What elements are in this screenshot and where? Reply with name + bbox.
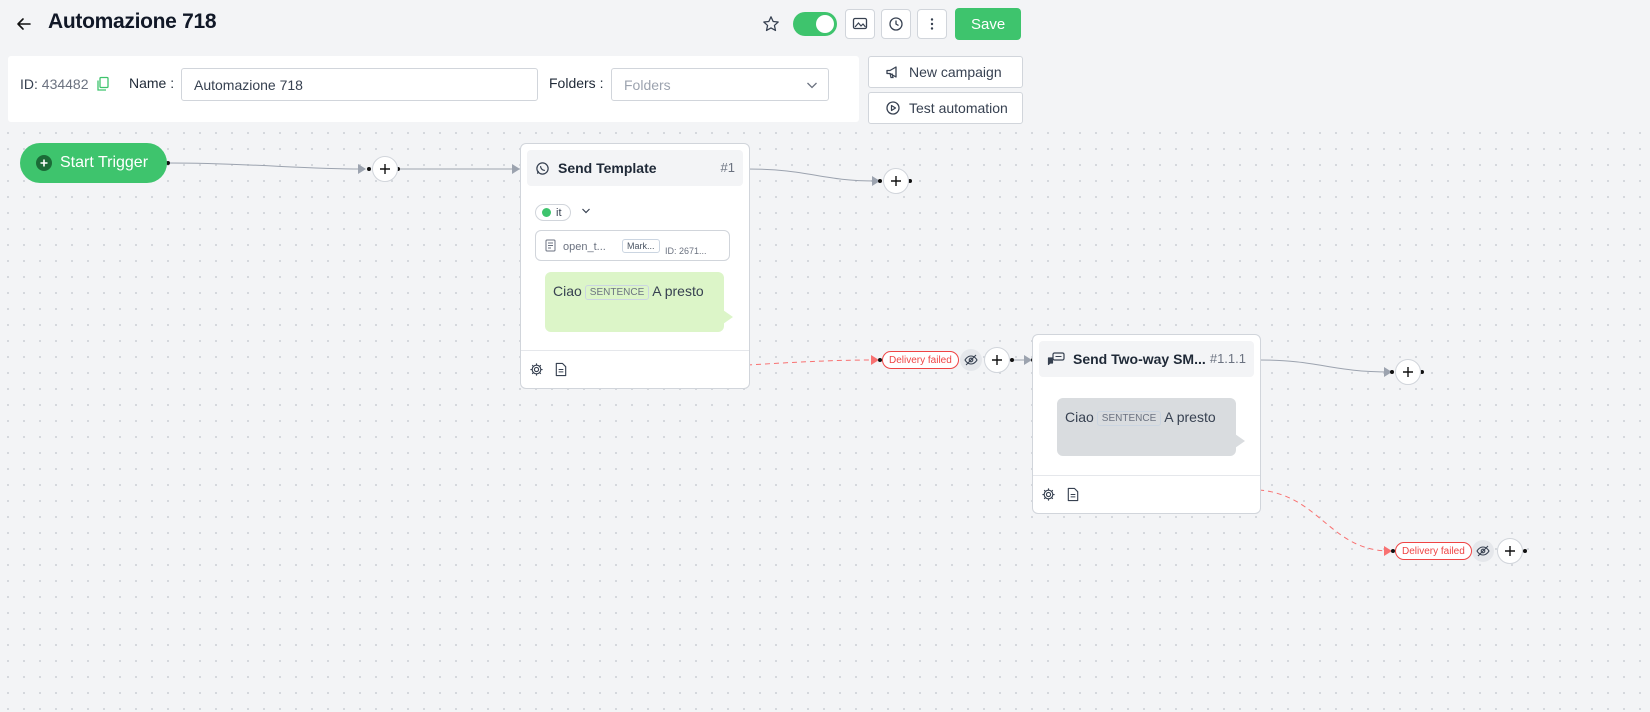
name-input[interactable] <box>181 68 538 101</box>
plus-icon <box>992 355 1002 365</box>
play-circle-icon <box>886 101 900 115</box>
node-footer <box>521 350 749 388</box>
plus-icon <box>1403 367 1413 377</box>
name-label: Name : <box>129 75 175 91</box>
more-button[interactable] <box>917 9 947 39</box>
chevron-down-icon <box>807 82 817 89</box>
variable-tag: SENTENCE <box>1096 411 1162 426</box>
node-header[interactable]: Send Template #1 <box>527 150 743 186</box>
toggle-visibility-button[interactable] <box>960 349 982 371</box>
star-icon <box>763 16 779 32</box>
plus-icon <box>891 176 901 186</box>
test-automation-label: Test automation <box>909 100 1008 116</box>
language-selector[interactable]: it <box>535 204 571 221</box>
plus-icon <box>1505 546 1515 556</box>
new-campaign-button[interactable]: New campaign <box>868 56 1023 88</box>
plus-circle-icon <box>36 155 52 171</box>
add-step-button[interactable] <box>1395 359 1421 385</box>
history-icon <box>889 17 903 31</box>
header-toolbar: Save <box>757 8 1022 40</box>
new-campaign-label: New campaign <box>909 64 1002 80</box>
delivery-failed-badge: Delivery failed <box>882 351 959 369</box>
more-vertical-icon <box>930 18 934 30</box>
eye-off-icon <box>1476 545 1490 557</box>
language-label: it <box>556 206 562 219</box>
send-template-node[interactable]: Send Template #1 it open_t... Mark... ID… <box>520 143 750 389</box>
gear-icon[interactable] <box>1041 487 1056 502</box>
template-selector[interactable]: open_t... Mark... ID: 2671... <box>535 230 730 261</box>
folders-select[interactable]: Folders <box>611 68 829 101</box>
whatsapp-icon <box>536 161 549 175</box>
test-automation-button[interactable]: Test automation <box>868 92 1023 124</box>
add-step-button[interactable] <box>372 156 398 182</box>
sms-icon <box>1047 351 1065 365</box>
file-icon[interactable] <box>1066 487 1080 502</box>
gear-icon[interactable] <box>529 362 544 377</box>
history-button[interactable] <box>881 9 911 39</box>
status-dot <box>542 208 551 217</box>
node-footer <box>1033 475 1260 513</box>
node-number: #1.1.1 <box>1209 351 1246 366</box>
preview-button[interactable] <box>845 9 875 39</box>
delivery-failed-badge: Delivery failed <box>1395 542 1472 560</box>
megaphone-icon <box>886 66 897 79</box>
page-title: Automazione 718 <box>48 10 217 33</box>
chevron-down-icon[interactable] <box>581 206 591 216</box>
flow-canvas[interactable] <box>0 125 1650 712</box>
save-button[interactable]: Save <box>955 8 1022 40</box>
folders-label: Folders : <box>549 75 604 91</box>
automation-info-bar: ID: 434482 Name : Folders : Folders <box>8 56 859 122</box>
template-name: open_t... <box>563 241 606 253</box>
node-number: #1 <box>720 160 735 175</box>
back-button[interactable] <box>12 12 36 36</box>
template-id: ID: 2671... <box>665 246 707 256</box>
automation-id: ID: 434482 <box>20 76 89 92</box>
node-header[interactable]: Send Two-way SM... #1.1.1 <box>1039 341 1254 377</box>
template-category-badge: Mark... <box>622 239 660 253</box>
folders-placeholder: Folders <box>624 77 671 93</box>
variable-tag: SENTENCE <box>584 285 650 300</box>
favorite-button[interactable] <box>757 9 785 39</box>
arrow-left-icon <box>17 18 31 30</box>
start-trigger-label: Start Trigger <box>60 154 149 171</box>
file-icon[interactable] <box>554 362 568 377</box>
eye-off-icon <box>964 354 978 366</box>
add-step-button[interactable] <box>883 168 909 194</box>
add-step-button[interactable] <box>1497 538 1523 564</box>
copy-icon <box>97 76 109 91</box>
start-trigger-node[interactable]: Start Trigger <box>20 143 167 183</box>
node-title: Send Two-way SM... <box>1073 351 1206 367</box>
add-step-button[interactable] <box>984 347 1010 373</box>
image-icon <box>852 17 868 30</box>
copy-id-button[interactable] <box>96 76 110 97</box>
plus-icon <box>380 164 390 174</box>
node-title: Send Template <box>558 160 657 176</box>
template-icon <box>545 239 556 252</box>
toggle-visibility-button[interactable] <box>1472 540 1494 562</box>
active-toggle[interactable] <box>793 12 837 36</box>
